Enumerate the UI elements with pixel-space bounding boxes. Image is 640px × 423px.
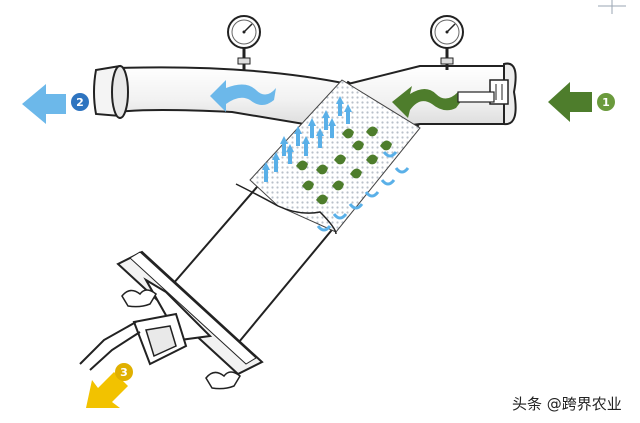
left-arrow-icon bbox=[22, 84, 66, 124]
clean-flow-arrows bbox=[262, 96, 410, 232]
pressure-gauge-icon bbox=[430, 15, 464, 70]
down-left-arrow-icon bbox=[86, 372, 128, 408]
drain-number: 3 bbox=[120, 366, 128, 379]
pressure-gauge-icon bbox=[227, 15, 261, 70]
outlet-flow-arrow bbox=[210, 80, 276, 112]
outlet-badge: 2 bbox=[71, 93, 89, 111]
debris-particles bbox=[296, 126, 392, 205]
inlet-number: 1 bbox=[602, 96, 610, 109]
bottom-cover-flange bbox=[116, 250, 264, 390]
watermark: 头条 @跨界农业 bbox=[512, 395, 622, 413]
inlet-flow-arrow bbox=[392, 86, 495, 118]
left-arrow-icon bbox=[548, 82, 592, 122]
corner-mark bbox=[598, 0, 626, 14]
drain-valve bbox=[79, 312, 188, 371]
outlet-number: 2 bbox=[76, 96, 84, 109]
inlet-badge: 1 bbox=[597, 93, 615, 111]
drain-badge: 3 bbox=[115, 363, 133, 381]
